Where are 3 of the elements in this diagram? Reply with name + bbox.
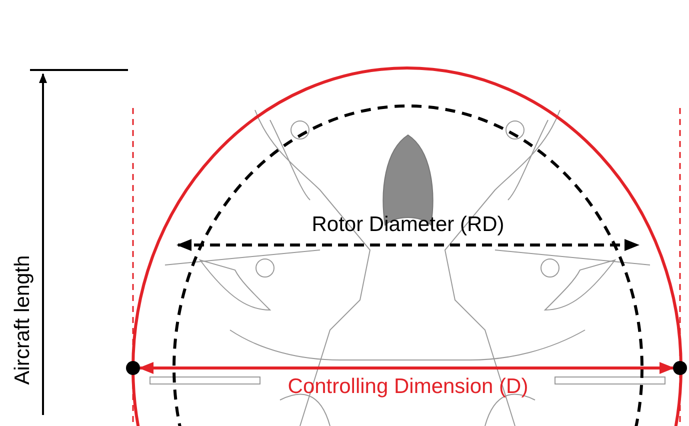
dimension-label: Controlling Dimension (D) — [286, 375, 530, 399]
dimension-label: Aircraft length — [11, 254, 35, 387]
dimension-label: Rotor Diameter (RD) — [310, 213, 506, 237]
